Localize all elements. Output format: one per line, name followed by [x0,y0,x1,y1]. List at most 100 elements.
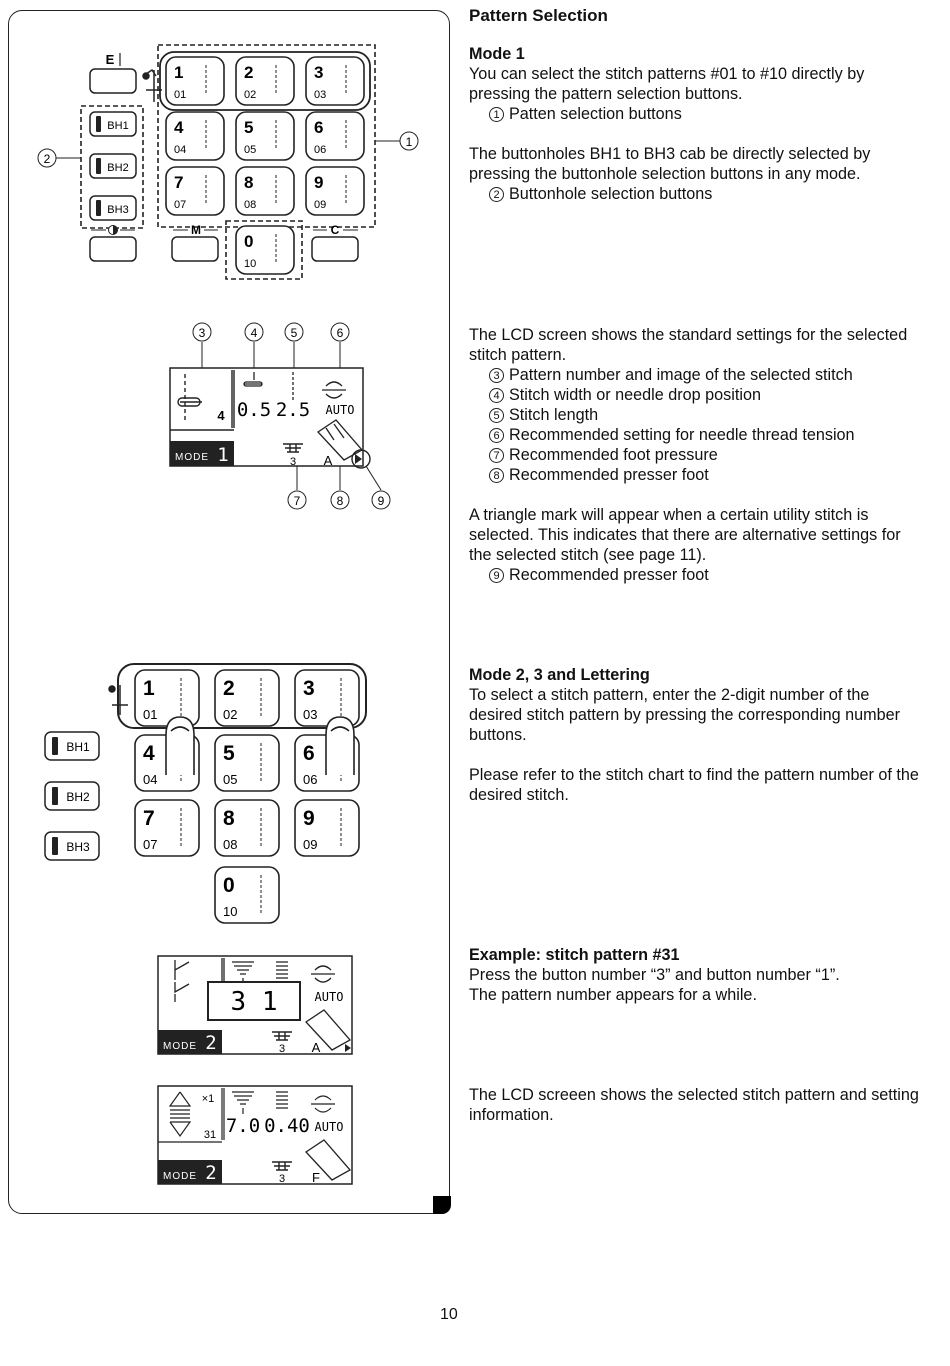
svg-text:7: 7 [294,494,301,508]
svg-text:6: 6 [337,326,344,340]
lcd3-stitch-length: 0.40 [264,1115,310,1137]
svg-text:09: 09 [314,199,326,211]
key-4-button[interactable]: 404 [165,111,225,161]
mode1-section: Mode 1 You can select the stitch pattern… [469,44,919,204]
finger-pressing-3 [325,716,355,775]
c-button-label: C [331,223,340,237]
svg-text:BH2: BH2 [66,790,90,804]
svg-text:9: 9 [314,173,323,192]
buttonhole-group-outline [80,105,144,229]
lcd-example-number-diagram: 3 1 AUTO MODE 2 3 A [157,955,353,1055]
svg-text:09: 09 [303,837,317,852]
key-8-button[interactable]: 808 [214,799,280,857]
svg-text:1: 1 [406,135,413,149]
svg-text:04: 04 [174,144,186,156]
svg-text:7: 7 [143,807,155,830]
svg-text:BH3: BH3 [107,204,128,216]
key-7-button[interactable]: 707 [134,799,200,857]
lcd1-foot-pressure: 3 [290,456,296,468]
example-line1: Press the button number “3” and button n… [469,966,840,984]
key-3-button[interactable]: 303 [305,56,365,106]
lcd2-pattern-number: 3 1 [231,987,278,1017]
svg-text:3: 3 [314,63,323,82]
key-7-button[interactable]: 707 [165,166,225,216]
svg-text:4: 4 [251,326,258,340]
illustration-frame [8,10,450,1214]
svg-text:02: 02 [223,707,237,722]
lcd1-foot-letter: A [324,453,333,468]
svg-text:10: 10 [244,258,256,270]
zero-key-outline [225,220,303,280]
key-2-button[interactable]: 202 [235,56,295,106]
bh3-button[interactable]: BH3 [89,195,137,221]
key-2-button[interactable]: 202 [214,669,280,727]
example-heading: Example: stitch pattern #31 [469,946,680,964]
e-button[interactable] [89,68,137,94]
c-button[interactable] [311,236,359,262]
key-9-button[interactable]: 9 09 [305,166,365,216]
svg-text:8: 8 [337,494,344,508]
svg-text:07: 07 [143,837,157,852]
bh1-button[interactable]: BH1 [89,111,137,137]
key-5-button[interactable]: 505 [235,111,295,161]
svg-text:2: 2 [205,1032,216,1054]
svg-text:0: 0 [223,874,235,897]
callout-4: 4 [244,322,264,368]
mode23-para1: To select a stitch pattern, enter the 2-… [469,686,901,744]
callout-5: 5 [284,322,304,368]
mode2-keypad-diagram: BH1 BH2 BH3 1012023034045056067078089090… [44,663,367,924]
mode23-section: Mode 2, 3 and Lettering To select a stit… [469,665,919,805]
needle-position-icon [142,68,162,102]
svg-text:6: 6 [303,742,315,765]
key-0-button[interactable]: 010 [235,225,295,275]
svg-text:7: 7 [174,173,183,192]
svg-text:9: 9 [303,807,315,830]
lcd2-number-box [207,981,301,1021]
key-9-button[interactable]: 909 [294,799,360,857]
bh1-button-2[interactable]: BH1 [44,731,100,761]
top-row-highlight-2 [117,663,367,729]
svg-text:03: 03 [303,707,317,722]
key-1-button[interactable]: 101 [165,56,225,106]
key-8-button[interactable]: 808 [235,166,295,216]
bh2-button-2[interactable]: BH2 [44,781,100,811]
m-button[interactable] [171,236,219,262]
lcd-selected-pattern-diagram: ×1 31 7.0 0.40 AUTO MODE 2 3 F [157,1085,353,1185]
key-5-button[interactable]: 505 [214,734,280,792]
mode1-heading: Mode 1 [469,45,525,63]
svg-text:06: 06 [303,772,317,787]
lcd1-stitch-length: 2.5 [276,399,310,421]
svg-text:BH2: BH2 [107,162,128,174]
lcd-section: The LCD screen shows the standard settin… [469,325,919,585]
contrast-button[interactable] [89,236,137,262]
lcd3-stitch-width: 7.0 [226,1115,260,1137]
bh2-button[interactable]: BH2 [89,153,137,179]
page-title: Pattern Selection [469,6,608,25]
example-section: Example: stitch pattern #31 Press the bu… [469,945,919,1005]
contrast-icon [91,225,135,235]
svg-text:08: 08 [223,837,237,852]
svg-text:3: 3 [303,677,315,700]
mode1-para2: The buttonholes BH1 to BH3 cab be direct… [469,145,871,183]
key-1-button[interactable]: 101 [134,669,200,727]
key-3-button[interactable]: 303 [294,669,360,727]
frame-corner-tab [433,1196,451,1214]
bh3-button-2[interactable]: BH3 [44,831,100,861]
callout-8: 8 [330,460,350,510]
svg-text:1: 1 [217,444,228,466]
key-6-button[interactable]: 606 [305,111,365,161]
top-row-highlight [159,51,371,111]
key-0-button[interactable]: 010 [214,866,280,924]
svg-text:05: 05 [244,144,256,156]
svg-text:A: A [312,1040,321,1055]
svg-text:1: 1 [174,63,183,82]
mode23-heading: Mode 2, 3 and Lettering [469,666,650,684]
